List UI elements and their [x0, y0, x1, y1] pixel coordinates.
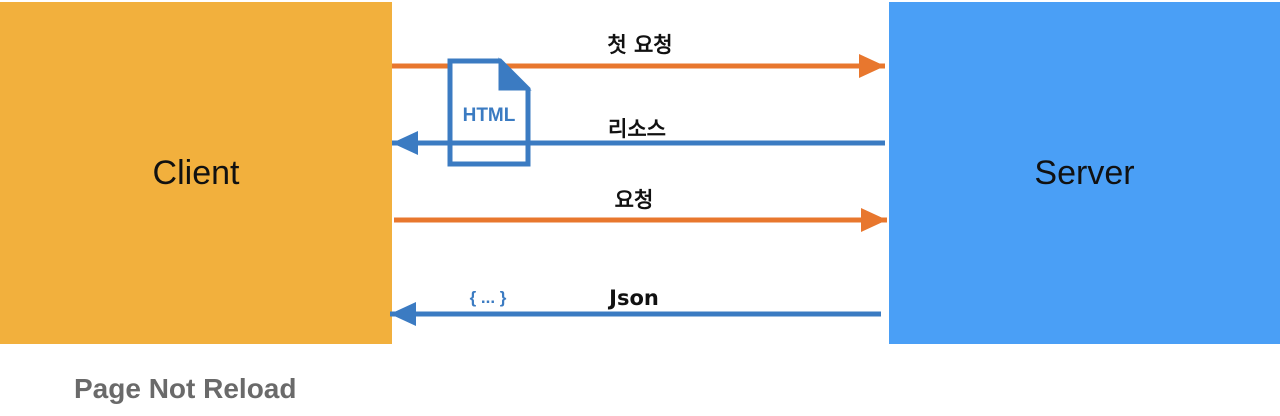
- client-box: Client: [0, 2, 392, 344]
- json-label: Json: [607, 286, 659, 310]
- server-label: Server: [1034, 153, 1135, 192]
- footer-caption: Page Not Reload: [74, 373, 297, 404]
- client-label: Client: [152, 153, 240, 192]
- server-box: Server: [889, 2, 1280, 344]
- html-file-icon: HTML: [447, 57, 532, 167]
- request-label: 요청: [615, 188, 654, 212]
- resources-label: 리소스: [608, 117, 666, 141]
- json-badge: { ... }: [470, 288, 507, 307]
- html-file-label: HTML: [463, 105, 516, 126]
- first-request-label: 첫 요청: [607, 33, 672, 57]
